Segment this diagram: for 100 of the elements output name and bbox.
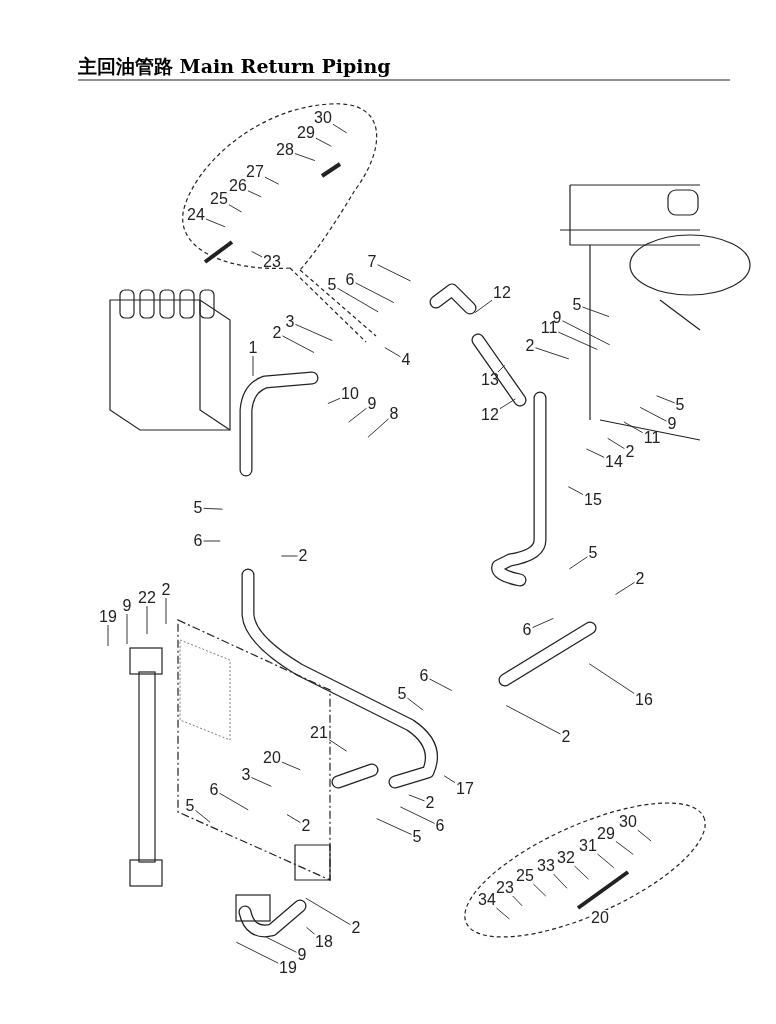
page-title: 主回油管路 Main Return Piping (78, 54, 391, 79)
leader-line (337, 287, 379, 313)
callout-number: 29 (596, 826, 616, 842)
leader-line (286, 814, 301, 824)
leader-line (315, 137, 332, 147)
leader-line (408, 794, 425, 802)
callout-number: 2 (271, 325, 283, 341)
leader-line (305, 897, 351, 926)
callout-number: 8 (388, 406, 400, 422)
leader-line (165, 597, 167, 625)
callout-number: 5 (396, 686, 408, 702)
callout-number: 9 (666, 416, 678, 432)
leader-line (264, 176, 280, 185)
callout-number: 2 (624, 444, 636, 460)
leader-line (280, 555, 298, 557)
leader-line (203, 507, 223, 510)
leader-line (355, 282, 395, 304)
leader-line (348, 407, 367, 423)
callout-number: 20 (262, 750, 282, 766)
leader-line (623, 421, 644, 434)
leader-line (532, 617, 554, 629)
callout-number: 5 (587, 545, 599, 561)
callout-number: 27 (245, 164, 265, 180)
callout-number: 17 (455, 781, 475, 797)
callout-number: 12 (480, 407, 500, 423)
leader-line (328, 739, 348, 752)
leader-line (407, 697, 424, 711)
callout-number: 2 (524, 338, 536, 354)
leader-line (615, 840, 634, 855)
callout-number: 31 (578, 838, 598, 854)
callout-number: 2 (560, 729, 572, 745)
callout-number: 2 (160, 582, 172, 598)
leader-line (639, 406, 667, 422)
leader-line (443, 775, 456, 784)
callout-number: 16 (634, 692, 654, 708)
leader-line (505, 705, 561, 735)
callout-number: 1 (247, 340, 259, 356)
leader-line (205, 218, 226, 228)
leader-line (597, 853, 615, 869)
leader-line (228, 204, 243, 213)
callout-number: 5 (411, 829, 423, 845)
callout-number: 23 (495, 880, 515, 896)
callout-number: 3 (284, 314, 296, 330)
callout-number: 5 (192, 500, 204, 516)
callout-number: 12 (492, 285, 512, 301)
callout-number: 25 (209, 191, 229, 207)
leader-line (615, 581, 635, 595)
callout-number: 4 (400, 352, 412, 368)
callout-number: 2 (300, 818, 312, 834)
leader-line (568, 556, 588, 570)
leader-line (247, 190, 262, 198)
callout-number: 9 (366, 396, 378, 412)
leader-line (582, 306, 610, 318)
leader-line (562, 320, 611, 346)
leader-line (107, 624, 109, 647)
leader-line (399, 806, 435, 824)
leader-line (219, 792, 249, 811)
leader-line (282, 335, 315, 353)
leader-line (327, 397, 341, 405)
callout-number: 2 (350, 920, 362, 936)
leader-line (553, 873, 568, 889)
leader-line (306, 926, 315, 935)
leader-line (474, 299, 493, 314)
leader-line (203, 540, 221, 542)
leader-line (332, 123, 348, 134)
callout-number: 5 (571, 297, 583, 313)
callout-number: 5 (674, 397, 686, 413)
callout-number: 19 (278, 960, 298, 976)
leader-line (377, 264, 412, 282)
callout-number: 18 (314, 934, 334, 950)
callout-number: 26 (228, 178, 248, 194)
leader-line (251, 250, 263, 258)
callout-number: 5 (326, 277, 338, 293)
callout-number: 3 (240, 767, 252, 783)
leader-line (607, 437, 625, 450)
callout-number: 10 (340, 386, 360, 402)
callout-number: 24 (186, 207, 206, 223)
leader-line (588, 663, 635, 694)
callout-number: 32 (556, 850, 576, 866)
callout-number: 21 (309, 725, 329, 741)
callout-number: 22 (137, 590, 157, 606)
leader-line (574, 865, 589, 880)
leader-line (499, 398, 516, 410)
callout-number: 9 (296, 947, 308, 963)
leader-line (557, 331, 598, 350)
leader-line (495, 907, 510, 920)
callout-number: 33 (536, 858, 556, 874)
leader-line (295, 323, 333, 342)
callout-number: 6 (418, 668, 430, 684)
leader-line (637, 829, 652, 842)
leader-line (567, 486, 584, 496)
callout-number: 9 (121, 598, 133, 614)
callout-number: 7 (366, 254, 378, 270)
leader-line (235, 941, 279, 964)
callout-number: 30 (313, 110, 333, 126)
leader-line (294, 153, 316, 162)
callout-number: 34 (477, 892, 497, 908)
leader-line (281, 761, 301, 771)
callout-number: 29 (296, 125, 316, 141)
callout-number: 15 (583, 492, 603, 508)
